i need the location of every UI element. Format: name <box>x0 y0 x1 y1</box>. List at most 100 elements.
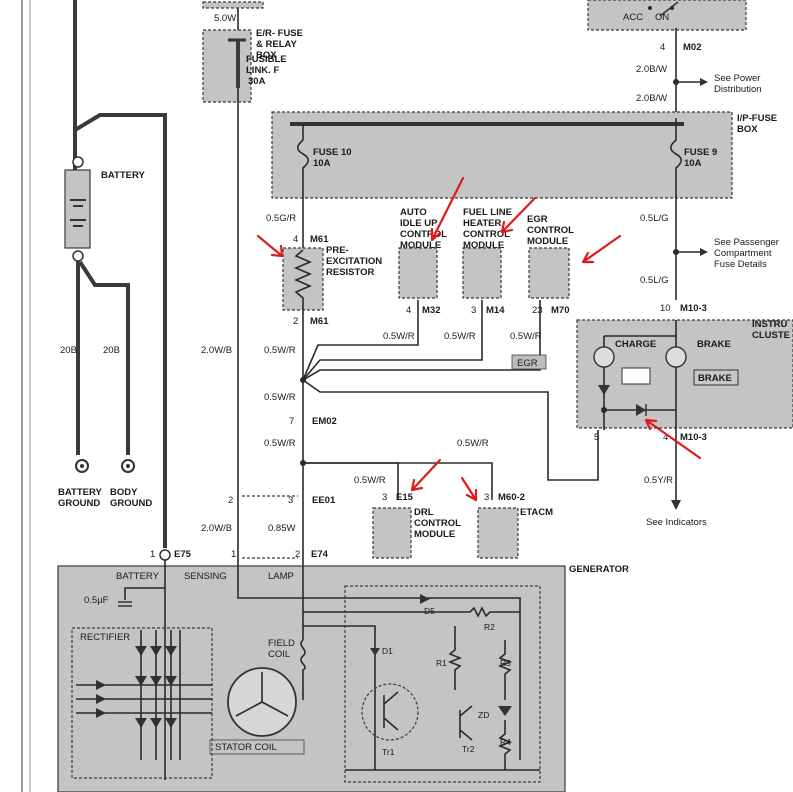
auto-idle-label-1: AUTO <box>400 207 427 218</box>
resistor-label-1: PRE- <box>326 245 349 256</box>
drl-label-2: CONTROL <box>414 518 461 529</box>
fuse10-label-2: 10A <box>313 158 331 169</box>
ee01-pin-right: 3 <box>288 495 293 506</box>
wire-20wb-sense: 2.0W/B <box>201 523 232 534</box>
gen-r3: R3 <box>500 658 511 668</box>
drl-wire: 0.5W/R <box>354 475 386 486</box>
cluster-conn-bot: M10-3 <box>680 432 707 443</box>
gen-pin-s: 1 <box>231 549 236 560</box>
auto-idle-module: AUTO IDLE UP CONTROL MODULE 4 M32 0.5W/R <box>383 207 447 342</box>
regulator-outline <box>344 585 541 783</box>
fuel-line-label-2: HEATER <box>463 218 501 229</box>
drl-label-3: MODULE <box>414 529 455 540</box>
red-arrow-drl <box>410 458 442 492</box>
fuel-line-label-1: FUEL LINE <box>463 207 512 218</box>
battery-ground-label-1: BATTERY <box>58 487 102 498</box>
charge-battery-icon <box>621 367 651 385</box>
gen-lamp-terminal: LAMP <box>268 571 294 582</box>
drl-conn: E15 <box>396 492 414 503</box>
gen-r2: R2 <box>484 622 495 632</box>
ip-fuse-box: I/P-FUSE BOX FUSE 10 10A FUSE 9 10A <box>271 111 777 199</box>
gen-zd: ZD <box>478 710 489 720</box>
wire-05wr-a: 0.5W/R <box>264 345 296 356</box>
gen-pin-l: 2 <box>295 549 300 560</box>
ignition-pin: 4 <box>660 42 665 53</box>
body-ground-icon <box>121 459 135 473</box>
auto-idle-pin: 4 <box>406 305 411 316</box>
red-arrow-resistor <box>256 234 284 258</box>
ignition-on: ON <box>655 12 669 23</box>
tr1-circle <box>361 683 419 741</box>
er-box-title-2: & RELAY <box>256 39 297 50</box>
auto-idle-label-2: IDLE UP <box>400 218 438 229</box>
drl-pin: 3 <box>382 492 387 503</box>
see-passenger-2: Compartment <box>714 248 772 259</box>
auto-idle-conn: M32 <box>422 305 440 316</box>
see-indicators: See Indicators <box>646 517 707 528</box>
red-annotation-arrows <box>256 176 702 502</box>
generator-title: GENERATOR <box>569 564 629 575</box>
fuel-line-conn: M14 <box>486 305 505 316</box>
gen-pin-b: 1 <box>150 549 155 560</box>
module-wires <box>302 300 599 500</box>
etacm-conn: M60-2 <box>498 492 525 503</box>
battery-ground-icon <box>75 459 89 473</box>
cluster-pin-left: 5 <box>594 432 599 443</box>
wire-20bw-top: 2.0B/W <box>636 64 667 75</box>
cluster-wire-bot: 0.5L/G <box>640 275 669 286</box>
er-box-title-1: E/R- FUSE <box>256 28 303 39</box>
ignition-conn: M02 <box>683 42 701 53</box>
egr-label-2: CONTROL <box>527 225 574 236</box>
body-ground-label-2: GROUND <box>110 498 152 509</box>
cluster-pin-right: 4 <box>663 432 668 443</box>
wire-05wr-b: 0.5W/R <box>264 392 296 403</box>
battery-label: BATTERY <box>101 170 145 181</box>
resistor-pin-bot: 2 <box>293 316 298 327</box>
brake-badge: BRAKE <box>698 373 732 384</box>
gen-capacitor: 0.5µF <box>84 595 109 606</box>
egr-module: EGR CONTROL MODULE 23 M70 0.5W/R EGR <box>510 214 574 370</box>
fuel-line-label-4: MODULE <box>463 240 504 251</box>
em02-conn: EM02 <box>312 416 337 427</box>
wire-05gr: 0.5G/R <box>266 213 296 224</box>
etacm-wire: 0.5W/R <box>457 438 489 449</box>
brake-lamp-label: BRAKE <box>697 339 731 350</box>
fuel-line-module: FUEL LINE HEATER CONTROL MODULE 3 M14 0.… <box>444 207 512 342</box>
cluster-conn-top: M10-3 <box>680 303 707 314</box>
fuse9-label-2: 10A <box>684 158 702 169</box>
egr-pin: 23 <box>532 305 543 316</box>
gen-r1: R1 <box>436 658 447 668</box>
gen-tr1: Tr1 <box>382 747 395 757</box>
ip-box-title-1: I/P-FUSE <box>737 113 777 124</box>
ee01-pin-left: 2 <box>228 495 233 506</box>
resistor-pin-top: 4 <box>293 234 298 245</box>
gen-conn-e75: E75 <box>174 549 192 560</box>
rectifier-diodes <box>76 630 212 760</box>
ignition-switch: ACC ON 4 M02 2.0B/W See Power Distributi… <box>587 0 762 118</box>
auto-idle-label-4: MODULE <box>400 240 441 251</box>
field-coil-label-1: FIELD <box>268 638 295 649</box>
field-coil-label-2: COIL <box>268 649 290 660</box>
egr-label-3: MODULE <box>527 236 568 247</box>
egr-wire: 0.5W/R <box>510 331 542 342</box>
red-arrow-auto-idle <box>430 176 465 242</box>
ip-box-title-2: BOX <box>737 124 758 135</box>
gen-d1: D1 <box>382 646 393 656</box>
resistor-conn-bot: M61 <box>310 316 329 327</box>
see-power-1: See Power <box>714 73 760 84</box>
egr-conn: M70 <box>551 305 569 316</box>
see-power-2: Distribution <box>714 84 762 95</box>
cluster-title-2: CLUSTE <box>752 330 790 341</box>
wire-5w: 5.0W <box>214 13 236 24</box>
wire-20wb-er: 2.0W/B <box>201 345 232 356</box>
body-ground-label-1: BODY <box>110 487 138 498</box>
see-passenger-3: Fuse Details <box>714 259 767 270</box>
cluster-wire-top: 0.5L/G <box>640 213 669 224</box>
etacm-module: 0.5W/R 3 M60-2 ETACM <box>457 438 553 559</box>
wire-20b-left: 20B <box>60 345 77 356</box>
wire-05yr: 0.5Y/R <box>644 475 673 486</box>
wire-085w: 0.85W <box>268 523 295 534</box>
fuel-line-pin: 3 <box>471 305 476 316</box>
